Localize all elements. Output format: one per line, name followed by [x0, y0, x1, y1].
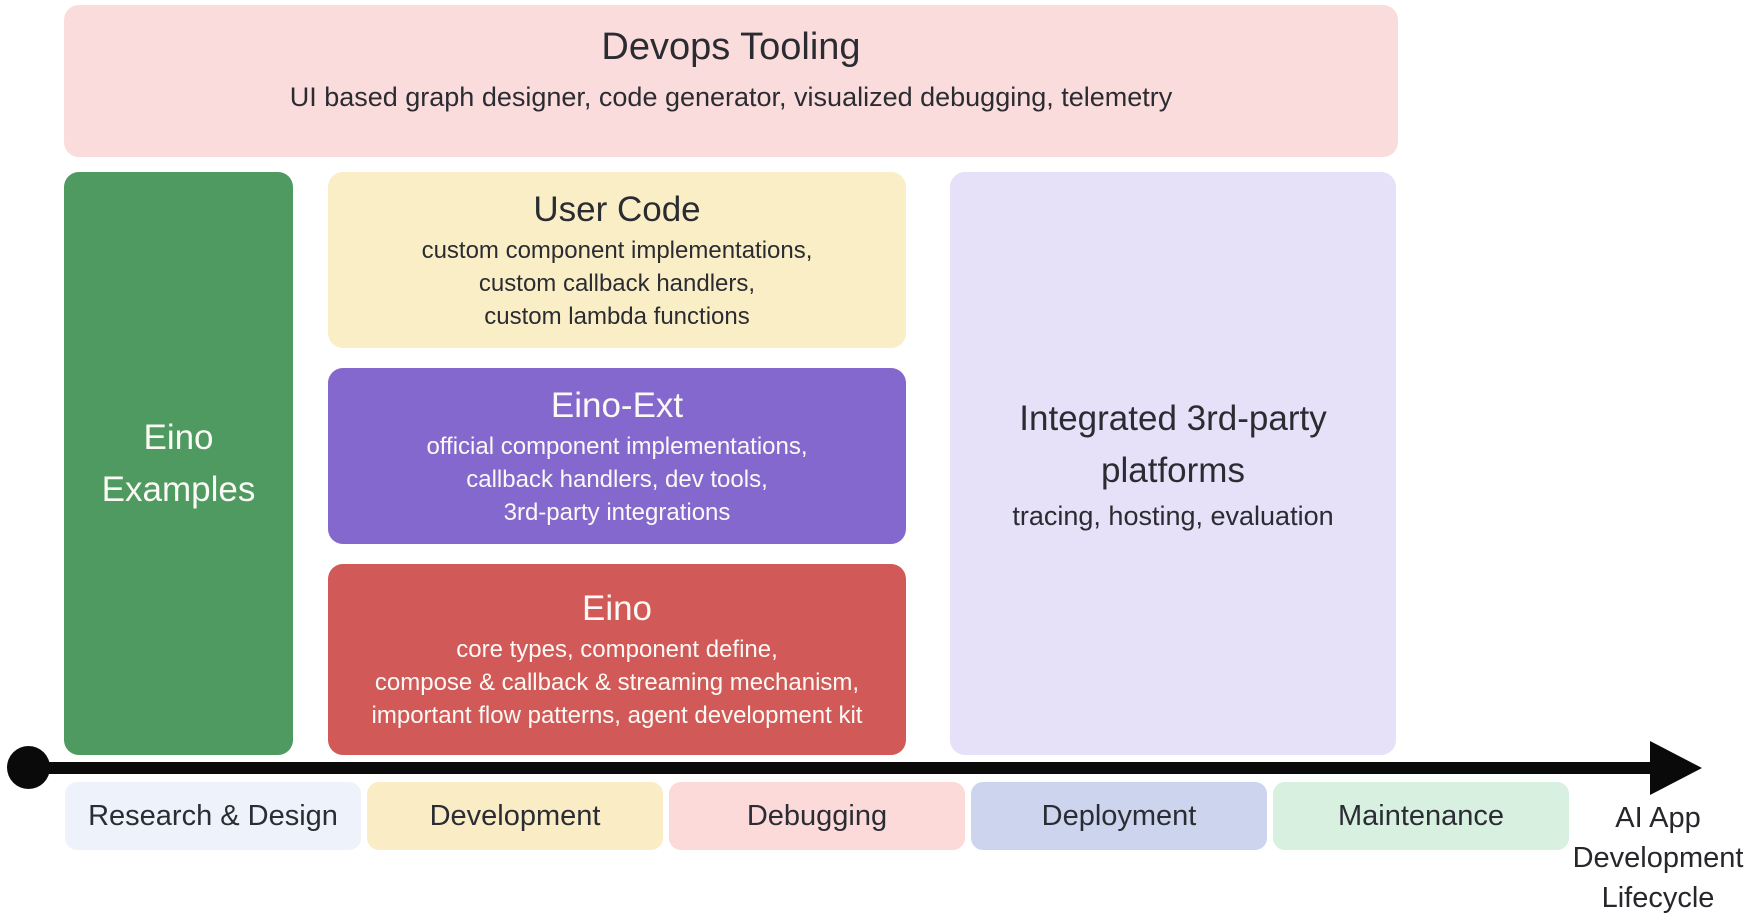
eino-core-line: important flow patterns, agent developme… — [371, 702, 863, 729]
eino-ext-description: official component implementations, call… — [426, 430, 807, 529]
devops-tooling-subtitle: UI based graph designer, code generator,… — [289, 82, 1173, 112]
eino-ext-box: Eino-Ext official component implementati… — [328, 368, 906, 544]
timeline-axis-line — [28, 762, 1656, 774]
lifecycle-axis-label-line: AI App — [1615, 802, 1701, 834]
stage-maintenance: Maintenance — [1273, 782, 1569, 850]
lifecycle-axis-label-line: Lifecycle — [1601, 882, 1715, 914]
user-code-line: custom callback handlers, — [478, 269, 756, 297]
stage-development: Development — [367, 782, 663, 850]
user-code-line: custom component implementations, — [421, 236, 813, 264]
eino-ext-line: callback handlers, dev tools, — [466, 465, 768, 493]
third-party-platforms-subtitle: tracing, hosting, evaluation — [1012, 500, 1334, 531]
stage-maintenance-label: Maintenance — [1337, 799, 1505, 832]
third-party-platforms-box: Integrated 3rd-party platforms tracing, … — [950, 172, 1396, 755]
third-party-platforms-title: Integrated 3rd-party platforms — [1019, 398, 1327, 490]
timeline-arrowhead-icon — [1650, 741, 1702, 795]
eino-examples-title: Eino Examples — [101, 417, 256, 509]
eino-core-line: core types, component define, — [456, 636, 778, 663]
stage-deployment: Deployment — [971, 782, 1267, 850]
stage-debugging-label: Debugging — [746, 799, 888, 832]
user-code-line: custom lambda functions — [484, 302, 750, 330]
stage-deployment-label: Deployment — [1041, 799, 1197, 832]
user-code-description: custom component implementations, custom… — [422, 234, 813, 333]
eino-core-box: Eino core types, component define, compo… — [328, 564, 906, 755]
lifecycle-axis-label-line: Development — [1572, 842, 1744, 874]
stage-development-label: Development — [429, 799, 601, 832]
devops-tooling-box: Devops Tooling UI based graph designer, … — [64, 5, 1398, 157]
stage-research-design-label: Research & Design — [88, 799, 338, 832]
eino-ext-title: Eino-Ext — [550, 385, 684, 425]
user-code-box: User Code custom component implementatio… — [328, 172, 906, 348]
eino-examples-box: Eino Examples — [64, 172, 293, 755]
stage-research-design: Research & Design — [65, 782, 361, 850]
eino-core-description: core types, component define, compose & … — [372, 633, 863, 732]
eino-core-line: compose & callback & streaming mechanism… — [374, 669, 860, 696]
eino-ext-line: 3rd-party integrations — [503, 498, 731, 526]
lifecycle-axis-label: AI App Development Lifecycle — [1552, 798, 1760, 918]
eino-core-title: Eino — [581, 589, 653, 628]
eino-ext-line: official component implementations, — [426, 432, 808, 460]
user-code-title: User Code — [533, 189, 701, 229]
devops-tooling-title: Devops Tooling — [601, 26, 861, 68]
stage-debugging: Debugging — [669, 782, 965, 850]
